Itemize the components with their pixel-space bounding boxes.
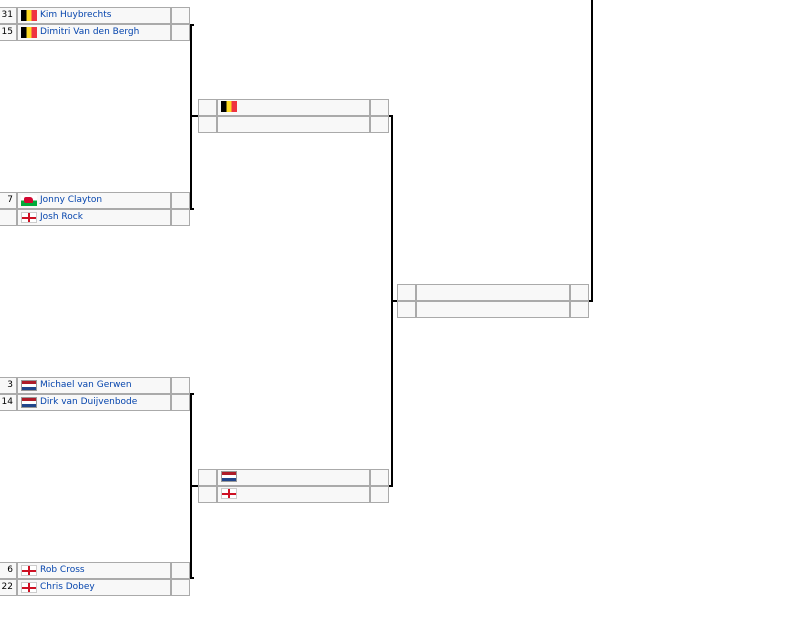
seed-cell <box>198 469 217 486</box>
seed-cell <box>198 486 217 503</box>
seed-cell <box>397 301 416 318</box>
seed-cell <box>198 116 217 133</box>
score-cell <box>171 579 190 596</box>
score-cell <box>171 562 190 579</box>
score-cell <box>171 377 190 394</box>
country-flag-icon <box>221 488 237 499</box>
country-flag-icon <box>21 212 37 223</box>
bracket-connector <box>591 0 593 302</box>
player-cell <box>416 301 570 318</box>
score-cell <box>171 24 190 41</box>
country-flag-icon <box>221 471 237 482</box>
score-cell <box>570 301 589 318</box>
seed-cell: 15 <box>0 24 17 41</box>
player-cell <box>217 486 370 503</box>
bracket-connector <box>192 115 198 117</box>
country-flag-icon <box>21 565 37 576</box>
seed-cell: 22 <box>0 579 17 596</box>
player-name-link[interactable]: Rob Cross <box>40 565 85 575</box>
bracket-connector <box>190 24 192 209</box>
seed-cell <box>0 209 17 226</box>
player-name-link[interactable]: Michael van Gerwen <box>40 380 132 390</box>
country-flag-icon <box>21 582 37 593</box>
player-cell: Rob Cross <box>17 562 171 579</box>
score-cell <box>171 394 190 411</box>
seed-cell: 31 <box>0 7 17 24</box>
score-cell <box>370 99 389 116</box>
player-cell: Dimitri Van den Bergh <box>17 24 171 41</box>
bracket-connector <box>190 24 194 26</box>
player-name-link[interactable]: Dirk van Duijvenbode <box>40 397 138 407</box>
player-cell: Dirk van Duijvenbode <box>17 394 171 411</box>
player-name-link[interactable]: Dimitri Van den Bergh <box>40 27 140 37</box>
player-cell: Jonny Clayton <box>17 192 171 209</box>
country-flag-icon <box>21 380 37 391</box>
score-cell <box>171 209 190 226</box>
seed-cell <box>397 284 416 301</box>
seed-cell <box>198 99 217 116</box>
player-cell <box>217 99 370 116</box>
player-cell <box>217 469 370 486</box>
player-cell: Kim Huybrechts <box>17 7 171 24</box>
player-cell <box>217 116 370 133</box>
score-cell <box>570 284 589 301</box>
bracket-connector <box>190 393 194 395</box>
player-name-link[interactable]: Chris Dobey <box>40 582 95 592</box>
bracket-connector <box>389 485 393 487</box>
seed-cell: 7 <box>0 192 17 209</box>
country-flag-icon <box>21 195 37 206</box>
player-cell: Michael van Gerwen <box>17 377 171 394</box>
score-cell <box>370 486 389 503</box>
bracket-connector <box>190 208 194 210</box>
country-flag-icon <box>221 101 237 112</box>
seed-cell: 3 <box>0 377 17 394</box>
player-name-link[interactable]: Kim Huybrechts <box>40 10 112 20</box>
player-name-link[interactable]: Josh Rock <box>40 212 83 222</box>
country-flag-icon <box>21 10 37 21</box>
country-flag-icon <box>21 397 37 408</box>
score-cell <box>171 192 190 209</box>
bracket-connector <box>190 577 194 579</box>
player-name-link[interactable]: Jonny Clayton <box>40 195 103 205</box>
score-cell <box>370 469 389 486</box>
country-flag-icon <box>21 27 37 38</box>
player-cell: Josh Rock <box>17 209 171 226</box>
bracket-connector <box>391 300 397 302</box>
seed-cell: 14 <box>0 394 17 411</box>
seed-cell: 6 <box>0 562 17 579</box>
score-cell <box>370 116 389 133</box>
player-cell <box>416 284 570 301</box>
bracket-connector <box>190 393 192 578</box>
bracket-connector <box>192 485 198 487</box>
score-cell <box>171 7 190 24</box>
player-cell: Chris Dobey <box>17 579 171 596</box>
